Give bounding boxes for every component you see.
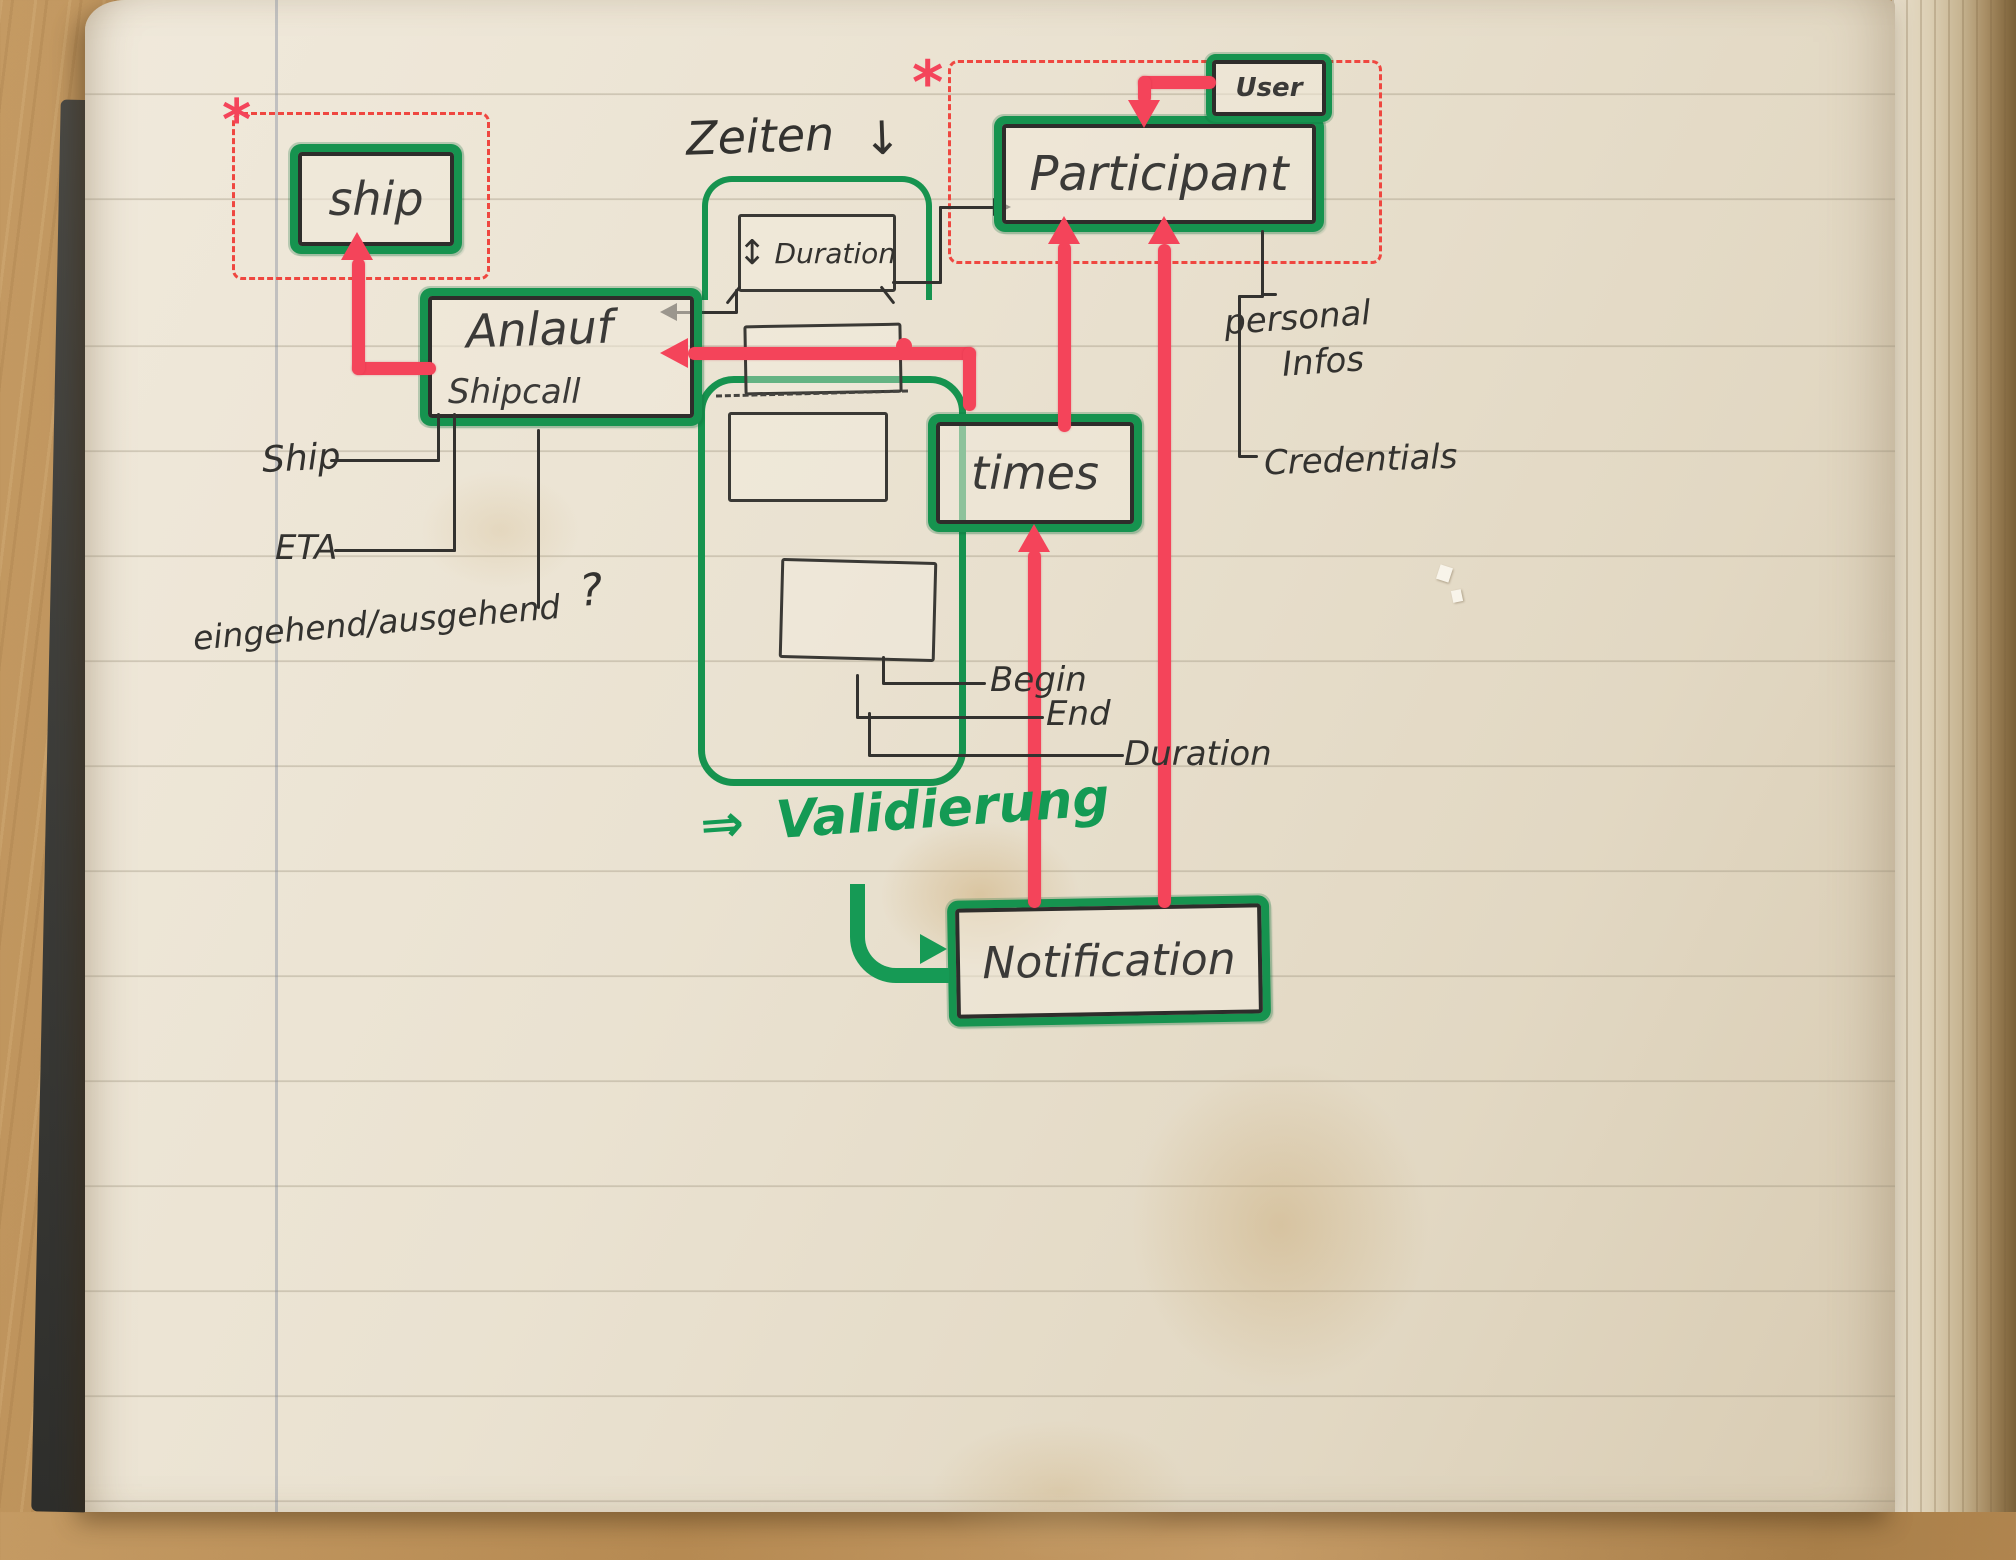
- notification-entity: Notification: [955, 903, 1263, 1019]
- margin-line: [275, 0, 278, 1512]
- red-dot-marker: [896, 338, 912, 354]
- down-arrow-icon: ↓: [861, 110, 903, 166]
- red-arrow-notification-to-participant-shaft: [1158, 244, 1171, 908]
- anlauf-sublabel: Shipcall: [448, 372, 581, 412]
- page-stack-lines: [1892, 0, 2016, 1512]
- notification-label: Notification: [981, 933, 1237, 989]
- ink-line-end: [856, 716, 1044, 719]
- attr-label-personal-2: Infos: [1280, 339, 1366, 385]
- attr-in-out-text: eingehend/ausgehend: [191, 586, 562, 658]
- red-arrow-into-anlauf-shaft: [688, 347, 976, 360]
- ink-line-ship-attr: [330, 459, 440, 462]
- coffee-stain: [1130, 1060, 1430, 1390]
- implies-arrow-icon: ⇒: [698, 793, 747, 857]
- user-entity: User: [1212, 60, 1326, 116]
- ink-line-personal: [1261, 293, 1277, 296]
- page-stack-edge: [1892, 0, 2016, 1512]
- ink-line-eta-attr: [453, 413, 456, 552]
- zeiten-note: Zeiten ↓: [685, 104, 903, 166]
- sketch-box-2: [728, 412, 888, 502]
- attr-label-in-out: eingehend/ausgehend ?: [191, 564, 606, 661]
- red-arrow-user-to-participant-shaft: [1138, 76, 1151, 104]
- anlauf-label: Anlauf: [465, 299, 614, 359]
- red-arrowhead-into-times: [1018, 524, 1050, 552]
- red-arrow-user-to-participant-shaft: [1138, 76, 1216, 89]
- ink-line-personal: [1261, 230, 1264, 296]
- attr-label-duration: Duration: [1124, 734, 1272, 774]
- ink-line-duration-participant: [939, 206, 995, 209]
- ink-line-begin: [882, 656, 885, 684]
- resize-vertical-icon: ↕: [737, 233, 767, 273]
- ink-line-begin: [882, 682, 986, 685]
- ship-label: ship: [328, 172, 424, 226]
- attr-label-personal-1: personal: [1222, 292, 1373, 344]
- duration-field-box: ↕ Duration: [738, 214, 896, 292]
- ink-line-duration-anlauf: [735, 289, 738, 313]
- ink-line-duration-participant: [939, 206, 942, 284]
- red-arrow-notification-to-times-shaft: [1028, 550, 1041, 908]
- attr-label-begin: Begin: [990, 660, 1087, 700]
- ink-line-credentials: [1238, 295, 1241, 457]
- participant-entity: Participant: [1002, 124, 1316, 224]
- sketch-box-3: [778, 557, 938, 663]
- ink-line-duration: [868, 754, 1124, 757]
- participant-label: Participant: [1029, 146, 1289, 202]
- duration-field-label: Duration: [774, 236, 897, 270]
- ink-line-duration-anlauf: [676, 311, 738, 314]
- red-arrowhead-into-ship: [341, 232, 373, 260]
- ink-line-duration-participant: [892, 281, 942, 284]
- red-arrow-times-to-participant-shaft: [1058, 242, 1071, 432]
- ink-line-ship-attr: [437, 413, 440, 462]
- asterisk-marker-ship: *: [222, 88, 252, 153]
- red-arrow-into-anlauf-shaft: [963, 347, 976, 411]
- red-arrow-anlauf-to-ship-shaft: [352, 258, 365, 375]
- user-label: User: [1235, 73, 1303, 103]
- green-arrowhead-into-notification: [920, 934, 947, 964]
- attr-label-end: End: [1046, 694, 1111, 734]
- times-entity: times: [936, 422, 1134, 524]
- red-arrowhead-into-anlauf: [660, 338, 688, 368]
- zeiten-note-text: Zeiten: [685, 106, 836, 166]
- ink-line-duration: [868, 712, 871, 756]
- ink-line-end: [856, 674, 859, 718]
- attr-label-credentials: Credentials: [1263, 436, 1459, 484]
- red-arrowhead-into-participant-right: [1148, 216, 1180, 244]
- asterisk-marker-participant: *: [912, 48, 944, 118]
- times-label: times: [971, 446, 1099, 500]
- green-bracket: [702, 176, 932, 300]
- validation-group-outline: [698, 376, 966, 786]
- entity-diagram: * * Zeiten ↓ ↕ Duration: [191, 48, 1459, 1019]
- attr-label-eta: ETA: [275, 528, 338, 568]
- red-arrow-anlauf-to-ship-shaft: [352, 362, 436, 375]
- ship-entity: ship: [298, 152, 454, 246]
- ink-line-credentials: [1238, 455, 1258, 458]
- attr-in-out-question: ?: [577, 564, 605, 618]
- red-arrowhead-into-participant: [1048, 216, 1080, 244]
- ink-line-eta-attr: [334, 549, 456, 552]
- ink-line-credentials: [1238, 295, 1264, 298]
- ink-line-in-out-attr: [537, 429, 540, 609]
- anlauf-entity: Anlauf Shipcall: [428, 296, 694, 418]
- coffee-stain: [420, 470, 580, 590]
- red-arrowhead-into-participant-top: [1128, 100, 1160, 128]
